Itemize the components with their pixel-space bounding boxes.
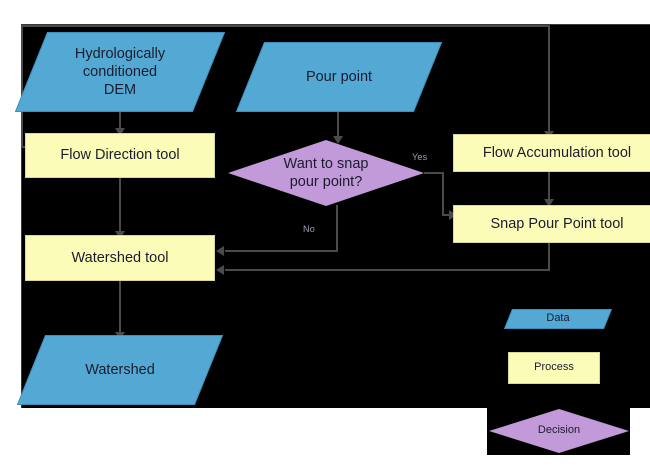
legend-label-decision: Decision: [537, 424, 581, 437]
node-label-pour-point: Pour point: [305, 68, 373, 85]
legend-label-process: Process: [534, 361, 574, 374]
dem-label-line-1: Hydrologically: [74, 45, 166, 62]
edge-dem-to-flowdir-arrowhead: [115, 128, 125, 136]
node-label-dem: Hydrologically conditioned DEM: [31, 45, 209, 99]
node-label-watershed-tool: Watershed tool: [71, 249, 169, 266]
node-label-flow-direction-tool: Flow Direction tool: [60, 147, 180, 164]
edge-flowaccum-to-snap-arrowhead: [544, 199, 554, 207]
edge-label-no: No: [303, 224, 315, 234]
edge-pourpoint-to-decision-arrowhead: [333, 136, 343, 144]
node-label-flow-accumulation-tool: Flow Accumulation tool: [482, 144, 632, 161]
node-decision-want-to-snap-pour-point[interactable]: Want to snap pour point?: [228, 140, 424, 206]
edge-decision-no-arrowhead: [216, 246, 224, 256]
dem-label-line-3: DEM: [103, 82, 137, 99]
edge-snap-to-watershedtool-rail: [225, 269, 550, 271]
edge-watershedtool-to-watershed-line: [119, 281, 121, 335]
edge-flowdir-to-flowaccum-left-riser: [21, 25, 23, 148]
edge-pourpoint-to-decision-line: [337, 112, 339, 140]
decision-label-line-1: Want to snap: [283, 155, 369, 172]
edge-decision-no-v: [336, 205, 338, 252]
edge-flowdir-to-flowaccum-top-rail: [21, 25, 550, 27]
legend-label-data: Data: [546, 312, 570, 325]
edge-label-yes: Yes: [412, 152, 428, 162]
edge-decision-yes-v: [442, 172, 444, 216]
legend-item-data: Data: [503, 309, 613, 329]
node-pour-point[interactable]: Pour point: [235, 42, 443, 112]
node-snap-pour-point-tool[interactable]: Snap Pour Point tool: [453, 205, 650, 243]
node-flow-direction-tool[interactable]: Flow Direction tool: [25, 133, 215, 178]
edge-flowdir-to-watershedtool-line: [119, 178, 121, 234]
dem-label-line-2: conditioned: [82, 63, 158, 80]
legend-item-decision: Decision: [489, 409, 629, 453]
node-watershed[interactable]: Watershed: [16, 335, 224, 405]
node-label-decision: Want to snap pour point?: [244, 155, 409, 191]
decision-label-line-2: pour point?: [289, 174, 363, 190]
edge-flowdir-to-flowaccum-drop: [548, 25, 550, 133]
node-hydrologically-conditioned-dem[interactable]: Hydrologically conditioned DEM: [14, 32, 226, 112]
edge-flowaccum-to-snap-line: [548, 172, 550, 202]
edge-decision-yes-h2: [442, 214, 452, 216]
edge-snap-to-watershedtool-drop: [548, 243, 550, 271]
edge-decision-yes-h: [424, 172, 444, 174]
edge-dem-to-flowdir-line: [119, 112, 121, 132]
legend-item-process: Process: [508, 352, 600, 384]
node-watershed-tool[interactable]: Watershed tool: [25, 235, 215, 281]
edge-snap-to-watershedtool-arrowhead: [216, 265, 224, 275]
node-flow-accumulation-tool[interactable]: Flow Accumulation tool: [453, 134, 650, 172]
edge-decision-no-h: [225, 250, 338, 252]
node-label-watershed: Watershed: [85, 361, 155, 378]
node-label-snap-pour-point-tool: Snap Pour Point tool: [490, 215, 624, 232]
